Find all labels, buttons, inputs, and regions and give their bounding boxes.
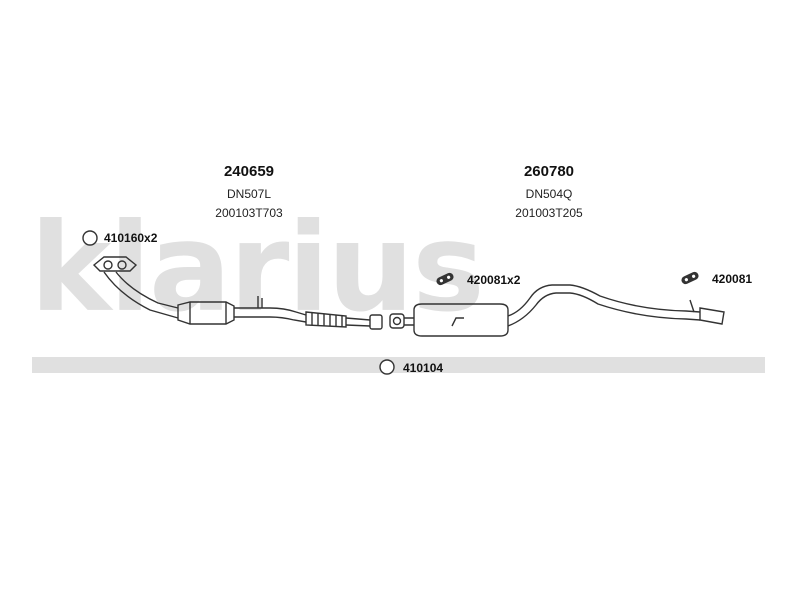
accessory-label-gasket-rear: 410104 <box>403 361 444 375</box>
gasket-ring-icon <box>379 359 395 375</box>
part-number-front: 240659 <box>223 163 275 180</box>
tailpipe-tip <box>699 307 725 325</box>
part-code-rear: DN504Q <box>525 187 573 201</box>
front-rear-flange <box>369 314 383 330</box>
accessory-label-hanger-rear: 420081 <box>712 272 753 286</box>
part-number-rear: 260780 <box>523 163 575 180</box>
part-ref-front: 200103T703 <box>215 206 283 220</box>
rear-inlet-flange <box>389 313 405 329</box>
rear-silencer-body <box>413 303 509 337</box>
rubber-hanger-icon <box>436 272 454 286</box>
front-section-pipe <box>92 256 383 330</box>
watermark-band <box>32 357 765 373</box>
manifold-flange <box>92 256 138 272</box>
gasket-ring-icon <box>82 230 98 246</box>
rubber-hanger-icon <box>681 271 699 285</box>
flexi-joint <box>305 311 347 328</box>
accessory-label-hanger-middle: 420081x2 <box>467 273 521 287</box>
rear-section <box>389 284 725 337</box>
part-code-front: DN507L <box>226 187 272 201</box>
front-silencer-body <box>177 301 235 325</box>
accessory-label-gasket-front: 410160x2 <box>104 231 158 245</box>
part-ref-rear: 201003T205 <box>515 206 583 220</box>
